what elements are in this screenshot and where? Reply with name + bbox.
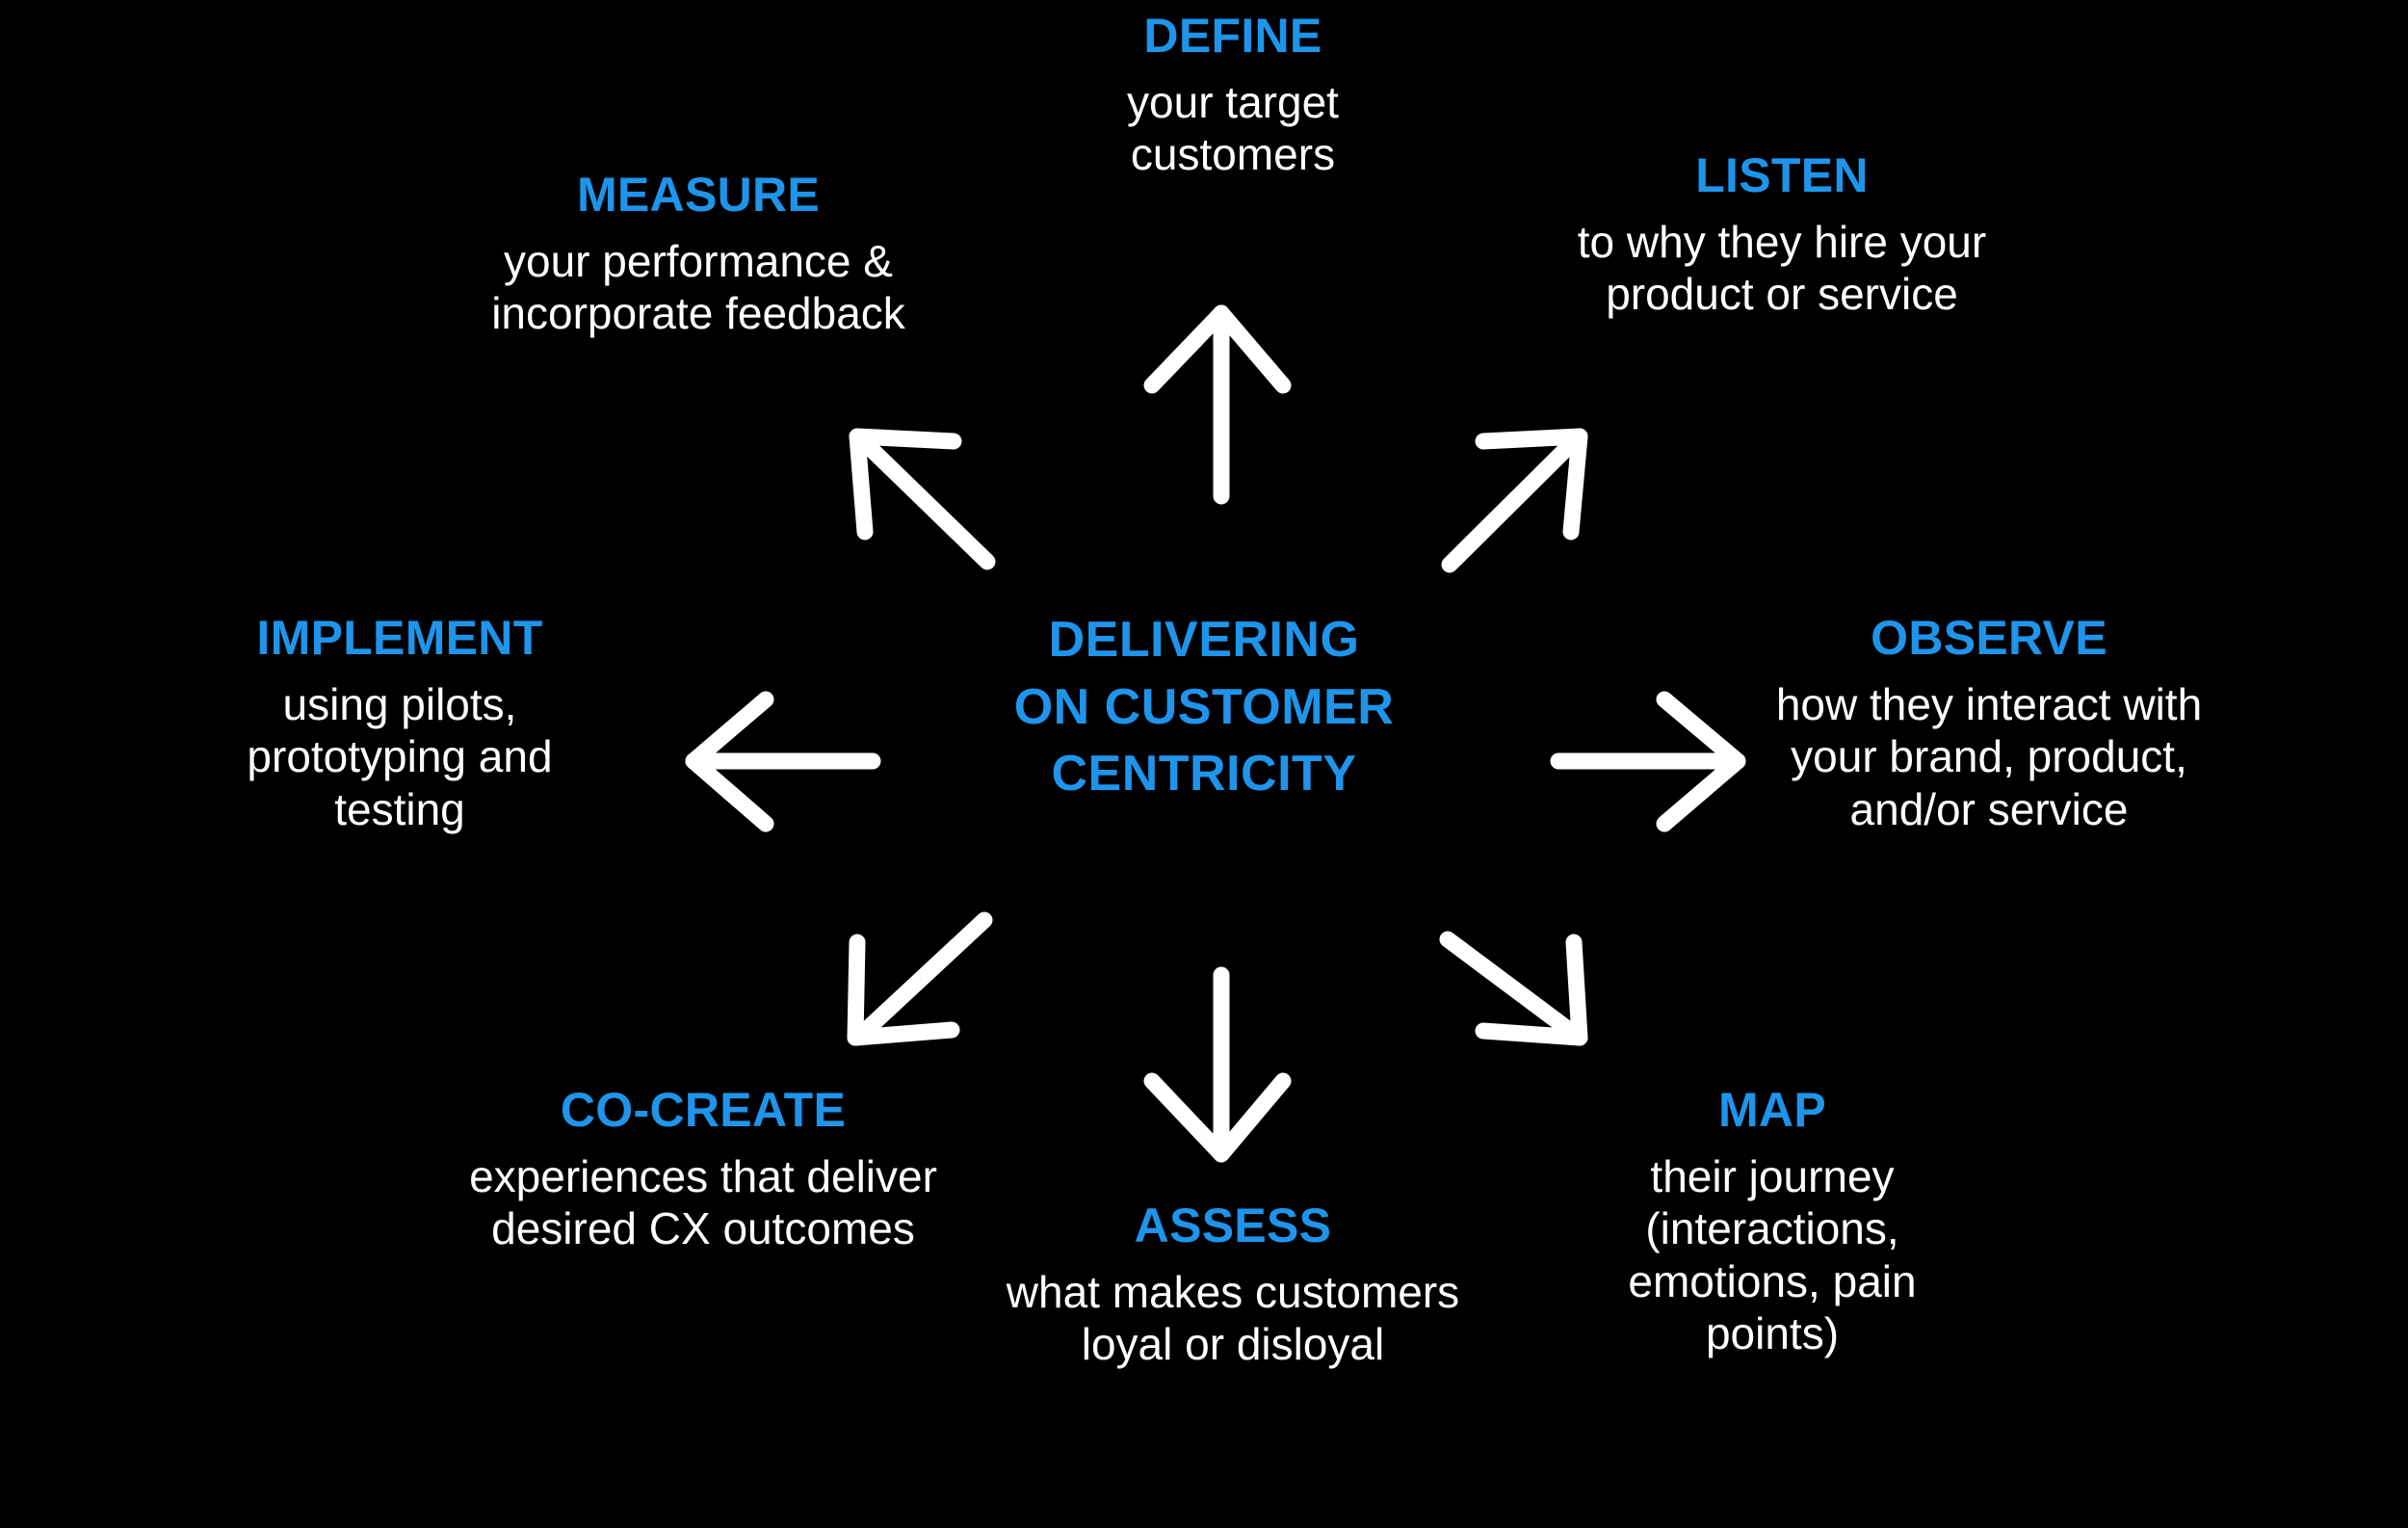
- node-measure: MEASURE your performance & incorporate f…: [438, 169, 958, 340]
- node-co-create-title: CO-CREATE: [560, 1083, 847, 1137]
- arrow-up-icon: [1143, 304, 1292, 505]
- arrow-up-left-icon: [849, 428, 996, 570]
- node-co-create-description: experiences that deliver desired CX outc…: [469, 1151, 937, 1254]
- arrow-up-right-icon: [1441, 428, 1588, 573]
- node-implement: IMPLEMENT using pilots, prototyping and …: [207, 612, 592, 835]
- node-map-title: MAP: [1717, 1083, 1826, 1137]
- node-measure-description: your performance & incorporate feedback: [491, 236, 905, 339]
- arrow-left-icon: [685, 691, 881, 832]
- arrow-down-right-icon: [1439, 931, 1588, 1046]
- node-observe-description: how they interact with your brand, produ…: [1775, 679, 2203, 834]
- node-observe: OBSERVE how they interact with your bran…: [1763, 612, 2215, 835]
- node-implement-description: using pilots, prototyping and testing: [247, 679, 553, 834]
- node-define: DEFINE your target customers: [1040, 10, 1426, 181]
- node-assess: ASSESS what makes customers loyal or dis…: [982, 1199, 1483, 1371]
- center-label-line-1: DELIVERING: [1048, 612, 1360, 668]
- node-define-title: DEFINE: [1143, 9, 1322, 63]
- node-listen-description: to why they hire your product or service: [1577, 217, 1987, 320]
- arrow-down-icon: [1143, 966, 1292, 1163]
- node-listen: LISTEN to why they hire your product or …: [1560, 149, 2003, 321]
- node-assess-description: what makes customers loyal or disloyal: [1006, 1267, 1460, 1370]
- center-label-line-3: CENTRICITY: [1051, 746, 1357, 803]
- center-label: DELIVERING ON CUSTOMER CENTRICITY: [915, 607, 1493, 808]
- node-map-description: their journey (interactions, emotions, p…: [1628, 1151, 1917, 1358]
- node-map: MAP their journey (interactions, emotion…: [1570, 1084, 1975, 1359]
- node-assess-title: ASSESS: [1134, 1199, 1332, 1252]
- node-listen-title: LISTEN: [1695, 148, 1869, 202]
- node-co-create: CO-CREATE experiences that deliver desir…: [462, 1084, 944, 1255]
- center-label-line-2: ON CUSTOMER: [1013, 678, 1395, 735]
- arrow-right-icon: [1550, 691, 1746, 832]
- node-measure-title: MEASURE: [576, 168, 821, 222]
- node-implement-title: IMPLEMENT: [256, 611, 543, 665]
- arrow-down-left-icon: [847, 911, 993, 1046]
- node-define-description: your target customers: [1127, 77, 1339, 180]
- node-observe-title: OBSERVE: [1871, 611, 2107, 665]
